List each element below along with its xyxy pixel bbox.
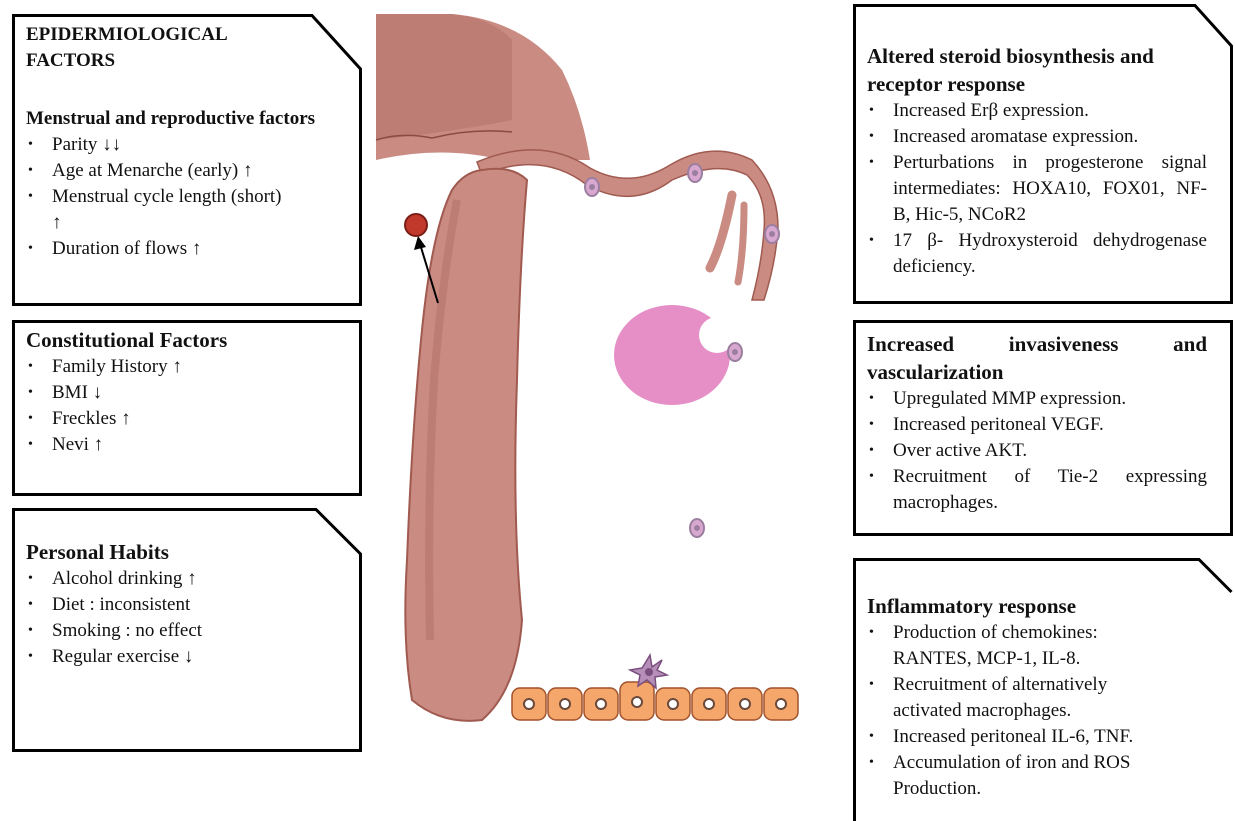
constitutional-factors-box: Constitutional Factors Family History ↑ … <box>12 320 362 496</box>
epidemiological-factors-box: EPIDERMIOLOGICAL FACTORS Menstrual and r… <box>12 14 362 306</box>
epidemiological-title: EPIDERMIOLOGICAL FACTORS <box>26 22 302 74</box>
list-item: BMI ↓ <box>26 380 348 406</box>
cell <box>585 178 599 196</box>
peritoneal-cavity <box>492 150 842 740</box>
invasiveness-title: Increased invasiveness and vascularizati… <box>867 330 1207 386</box>
steroid-title: Altered steroid biosynthesis and recepto… <box>867 42 1207 98</box>
list-item: Increased Erβ expression. <box>867 98 1207 124</box>
list-item: Recruitment of Tie-2 expressing macropha… <box>867 464 1207 516</box>
personal-habits-box: Personal Habits Alcohol drinking ↑ Diet … <box>12 508 362 752</box>
inflammatory-response-box: Inflammatory response Production of chem… <box>853 558 1233 821</box>
invasiveness-list: Upregulated MMP expression. Increased pe… <box>867 386 1207 516</box>
invasiveness-box: Increased invasiveness and vascularizati… <box>853 320 1233 536</box>
personal-habits-title: Personal Habits <box>26 538 348 566</box>
menstrual-factor-list: Parity ↓↓ Age at Menarche (early) ↑ Mens… <box>26 132 348 262</box>
cell <box>728 343 742 361</box>
personal-habits-list: Alcohol drinking ↑ Diet : inconsistent S… <box>26 566 348 670</box>
steroid-biosynthesis-box: Altered steroid biosynthesis and recepto… <box>853 4 1233 304</box>
uterus-body <box>405 169 527 721</box>
list-item: Production of chemokines: RANTES, MCP-1,… <box>867 620 1207 672</box>
arrow-head <box>414 236 426 250</box>
constitutional-factor-list: Family History ↑ BMI ↓ Freckles ↑ Nevi ↑ <box>26 354 348 458</box>
list-item: Smoking : no effect <box>26 618 348 644</box>
list-item: Perturbations in progesterone signal int… <box>867 150 1207 228</box>
endometriotic-lesion <box>405 214 427 236</box>
cell <box>690 519 704 537</box>
list-item: Menstrual cycle length (short) ↑ <box>26 184 348 236</box>
list-item: Age at Menarche (early) ↑ <box>26 158 348 184</box>
inflammatory-list: Production of chemokines: RANTES, MCP-1,… <box>867 620 1207 802</box>
constitutional-title: Constitutional Factors <box>26 326 348 354</box>
list-item: Increased aromatase expression. <box>867 124 1207 150</box>
list-item: Family History ↑ <box>26 354 348 380</box>
list-item: Diet : inconsistent <box>26 592 348 618</box>
list-item: Accumulation of iron and ROS Production. <box>867 750 1207 802</box>
list-item: 17 β- Hydroxysteroid dehydrogenase defic… <box>867 228 1207 280</box>
list-item: Freckles ↑ <box>26 406 348 432</box>
cell <box>765 225 779 243</box>
list-item: Increased peritoneal IL-6, TNF. <box>867 724 1207 750</box>
list-item: Regular exercise ↓ <box>26 644 348 670</box>
steroid-list: Increased Erβ expression. Increased arom… <box>867 98 1207 280</box>
inflammatory-title: Inflammatory response <box>867 592 1207 620</box>
list-item: Increased peritoneal VEGF. <box>867 412 1207 438</box>
uterus-peritoneum-illustration <box>372 0 850 740</box>
myometrium-layer <box>376 14 512 140</box>
list-item: Nevi ↑ <box>26 432 348 458</box>
list-item: Upregulated MMP expression. <box>867 386 1207 412</box>
list-item: Parity ↓↓ <box>26 132 348 158</box>
list-item: Alcohol drinking ↑ <box>26 566 348 592</box>
list-item: Recruitment of alternatively activated m… <box>867 672 1207 724</box>
cell <box>688 164 702 182</box>
list-item: Duration of flows ↑ <box>26 236 348 262</box>
menstrual-subtitle: Menstrual and reproductive factors <box>26 106 348 132</box>
list-item: Over active AKT. <box>867 438 1207 464</box>
